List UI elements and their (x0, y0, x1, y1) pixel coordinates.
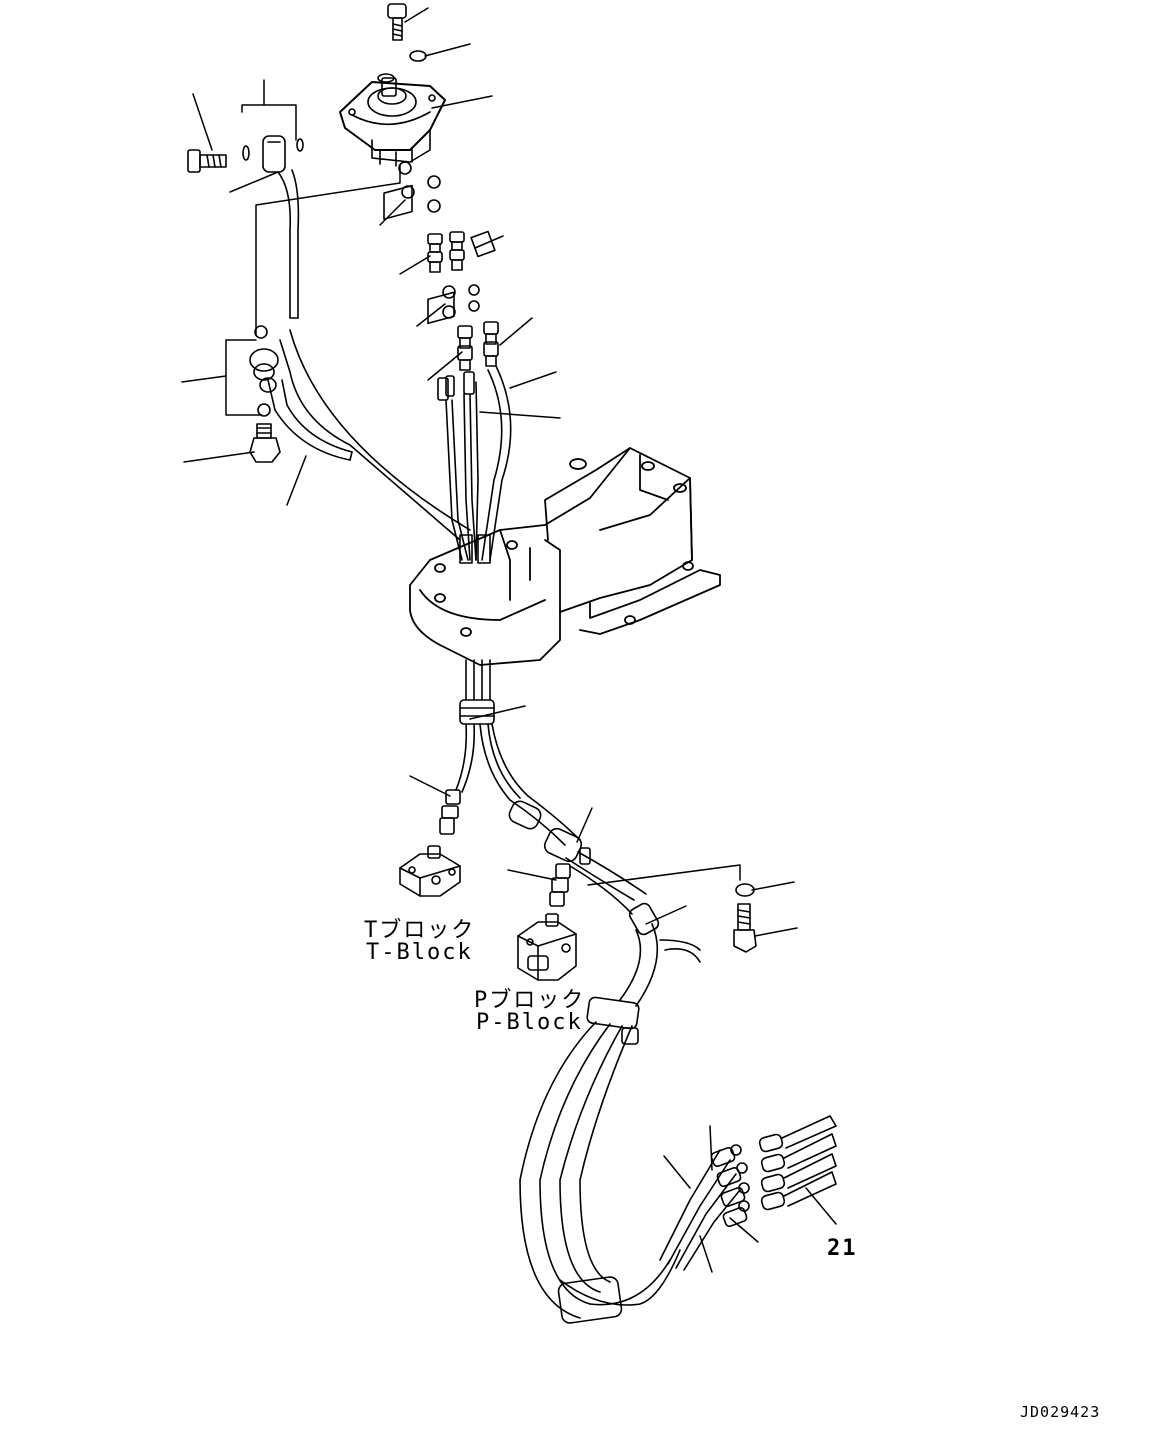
p-block-label-jp: Pブロック (474, 988, 586, 1013)
o-ring-left (242, 145, 250, 161)
quick-couplers (758, 1115, 837, 1211)
o-ring-left2 (296, 138, 304, 152)
leader-lines (181, 7, 837, 1273)
t-block-label-jp: Tブロック (364, 918, 476, 943)
t-block (399, 845, 461, 897)
adapters (427, 230, 496, 273)
pilot-valve (339, 73, 446, 167)
t-block-label-en: T-Block (366, 940, 473, 965)
washer (257, 403, 271, 417)
reference-number: 21 (827, 1236, 858, 1261)
sleeved-hose-bundle (508, 795, 741, 1324)
drain-hose (267, 169, 471, 541)
port-o-rings (383, 161, 441, 220)
bolt-right (733, 903, 757, 953)
t-block-hose-fitting (439, 789, 461, 835)
p-block (517, 913, 577, 981)
small-bolt-left (187, 149, 227, 173)
washer (254, 325, 268, 339)
top-bolt (387, 3, 407, 41)
console-housing (409, 447, 721, 666)
p-block-hose-fitting (549, 863, 571, 907)
elbow-fitting (249, 348, 279, 393)
hose-bundle-lower (455, 659, 529, 801)
drawing-id: JD029423 (1020, 1403, 1101, 1421)
hose-nuts (437, 321, 499, 401)
washer (735, 883, 755, 897)
hose-fitting-top (262, 135, 286, 173)
hose-bundle-upper (445, 365, 512, 564)
hose-end-fittings (710, 1144, 750, 1228)
washer (409, 50, 427, 62)
port-o-rings-2 (427, 284, 480, 325)
bolt-lower-left (249, 423, 281, 463)
p-block-label-en: P-Block (476, 1010, 583, 1035)
